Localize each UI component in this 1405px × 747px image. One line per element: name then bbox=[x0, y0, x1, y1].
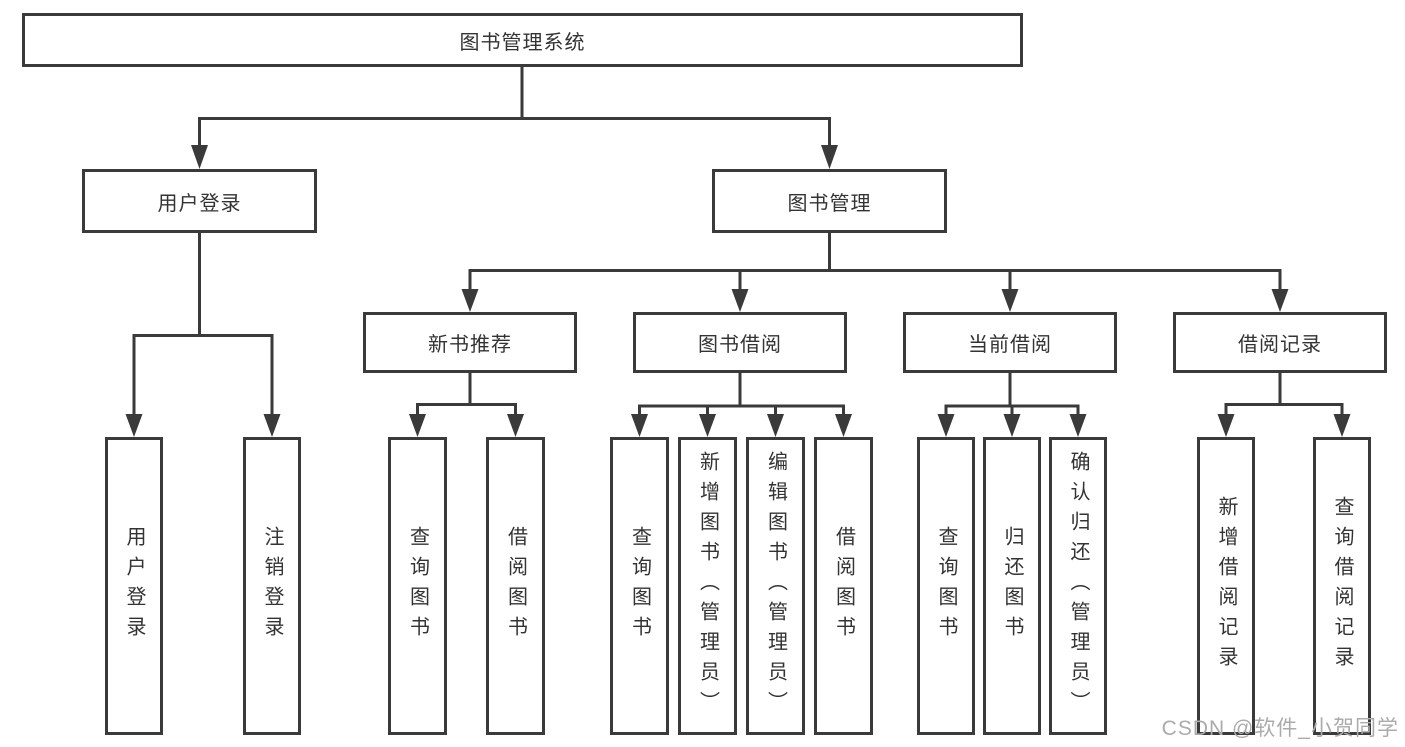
node-borrow-records: 借阅记录 bbox=[1173, 312, 1387, 373]
arrowhead bbox=[1003, 414, 1021, 437]
connector-mgmt-to-level3 bbox=[468, 233, 1282, 293]
leaf-query-borrow-record: 查询借阅记录 bbox=[1313, 437, 1371, 735]
connector-root-to-level2 bbox=[198, 67, 831, 150]
connector-records-to-leaves bbox=[1224, 373, 1344, 418]
leaf-label: 新增借阅记录 bbox=[1215, 496, 1237, 676]
node-book-management: 图书管理 bbox=[712, 169, 947, 233]
leaf-edit-books-admin: 编辑图书（管理员） bbox=[746, 437, 805, 735]
arrowhead bbox=[821, 145, 838, 169]
connector-login-to-leaves bbox=[132, 233, 274, 418]
leaf-label: 编辑图书（管理员） bbox=[764, 451, 787, 721]
leaf-confirm-return-admin: 确认归还（管理员） bbox=[1049, 437, 1107, 735]
leaf-label: 用户登录 bbox=[123, 526, 145, 646]
leaf-query-books-current: 查询图书 bbox=[917, 437, 975, 735]
arrowhead bbox=[1001, 289, 1019, 312]
arrowhead bbox=[1069, 414, 1087, 437]
connector-borrow-to-leaves bbox=[638, 373, 845, 418]
leaf-label: 借阅图书 bbox=[504, 526, 527, 646]
arrowhead bbox=[263, 414, 281, 437]
leaf-add-books-admin: 新增图书（管理员） bbox=[678, 437, 737, 735]
leaf-borrow-books: 借阅图书 bbox=[814, 437, 873, 735]
arrowhead bbox=[461, 289, 479, 312]
arrowhead bbox=[699, 414, 716, 437]
arrowhead bbox=[1271, 289, 1289, 312]
arrowhead bbox=[1333, 414, 1351, 437]
leaf-label: 新增图书（管理员） bbox=[696, 451, 719, 721]
leaf-borrow-books-rec: 借阅图书 bbox=[486, 437, 545, 735]
arrowhead bbox=[409, 414, 426, 437]
leaf-label: 查询图书 bbox=[935, 526, 957, 646]
node-book-borrow: 图书借阅 bbox=[633, 312, 847, 373]
arrowhead bbox=[767, 414, 784, 437]
node-new-book-recommend: 新书推荐 bbox=[363, 312, 577, 373]
leaf-label: 查询图书 bbox=[406, 526, 429, 646]
connector-current-to-leaves bbox=[944, 373, 1080, 418]
leaf-label: 确认归还（管理员） bbox=[1067, 451, 1089, 721]
arrowhead bbox=[937, 414, 955, 437]
leaf-label: 归还图书 bbox=[1001, 526, 1023, 646]
arrowhead bbox=[191, 145, 208, 169]
leaf-label: 借阅图书 bbox=[832, 526, 855, 646]
node-root-system: 图书管理系统 bbox=[22, 13, 1023, 67]
arrowheads bbox=[125, 145, 1351, 437]
arrowhead bbox=[631, 414, 648, 437]
leaf-label: 注销登录 bbox=[261, 526, 283, 646]
leaf-return-books: 归还图书 bbox=[983, 437, 1041, 735]
arrowhead bbox=[1217, 414, 1235, 437]
leaf-add-borrow-record: 新增借阅记录 bbox=[1197, 437, 1255, 735]
arrowhead bbox=[507, 414, 524, 437]
leaf-query-books-rec: 查询图书 bbox=[388, 437, 447, 735]
arrowhead bbox=[731, 289, 749, 312]
arrowhead bbox=[125, 414, 143, 437]
leaf-label: 查询图书 bbox=[628, 526, 651, 646]
leaf-user-login: 用户登录 bbox=[105, 437, 163, 735]
connector-rec-to-leaves bbox=[416, 373, 517, 418]
node-user-login: 用户登录 bbox=[82, 169, 317, 233]
leaf-label: 查询借阅记录 bbox=[1331, 496, 1353, 676]
leaf-query-books-borrow: 查询图书 bbox=[610, 437, 669, 735]
node-current-borrow: 当前借阅 bbox=[903, 312, 1117, 373]
arrowhead bbox=[835, 414, 852, 437]
csdn-watermark: CSDN @软件_小贺同学 bbox=[1161, 717, 1399, 740]
leaf-logout: 注销登录 bbox=[243, 437, 301, 735]
